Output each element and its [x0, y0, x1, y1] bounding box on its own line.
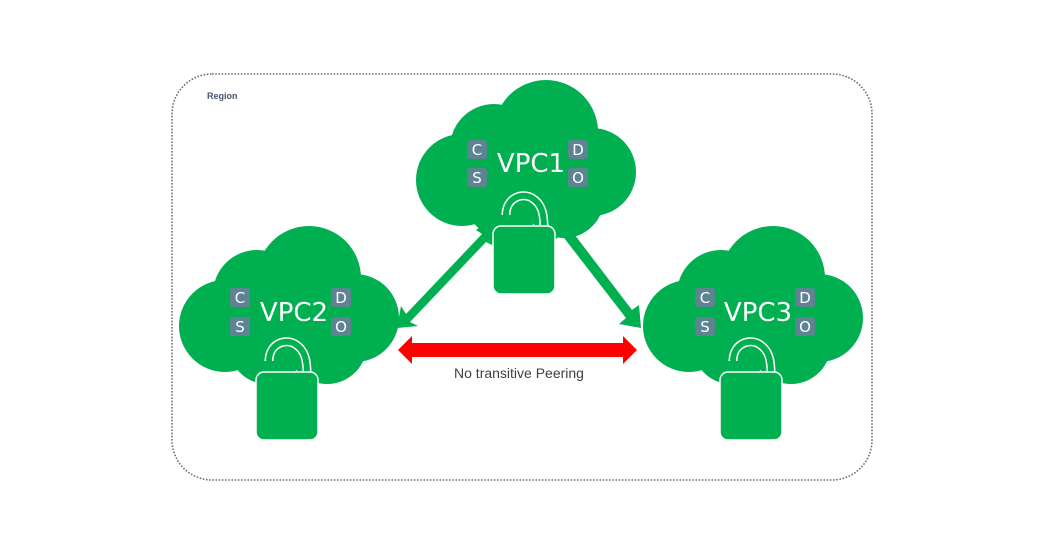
- padlock-icon: [492, 191, 556, 295]
- svg-text:O: O: [335, 318, 347, 336]
- svg-text:S: S: [472, 169, 482, 187]
- padlock-icon: [255, 337, 319, 441]
- badge-c: [695, 288, 715, 307]
- vpc1-label: VPC1: [497, 149, 565, 179]
- badge-s: [695, 317, 715, 336]
- region-label: Region: [207, 91, 238, 101]
- badge-s: [467, 168, 487, 187]
- svg-text:S: S: [235, 318, 245, 336]
- vpc2-node: C S D O VPC2: [179, 226, 399, 441]
- svg-text:D: D: [799, 289, 811, 307]
- region-border: [171, 73, 873, 481]
- badge-o: [331, 317, 351, 336]
- vpc1-node: C S D O VPC1: [416, 80, 636, 295]
- svg-text:C: C: [235, 289, 245, 307]
- badge-c: [467, 140, 487, 159]
- badge-d: [568, 140, 588, 159]
- vpc2-label: VPC2: [260, 298, 328, 328]
- vpc3-label: VPC3: [724, 298, 792, 328]
- svg-text:C: C: [700, 289, 710, 307]
- vpc3-node: C S D O VPC3: [643, 226, 863, 441]
- svg-text:S: S: [700, 318, 710, 336]
- peering-arrow-vpc1-vpc2: [397, 220, 494, 328]
- svg-text:D: D: [572, 141, 584, 159]
- padlock-icon: [719, 337, 783, 441]
- svg-text:D: D: [335, 289, 347, 307]
- svg-text:O: O: [799, 318, 811, 336]
- svg-text:C: C: [472, 141, 482, 159]
- no-transitive-label: No transitive Peering: [454, 365, 584, 381]
- badge-s: [230, 317, 250, 336]
- badge-d: [795, 288, 815, 307]
- badge-o: [568, 168, 588, 187]
- badge-d: [331, 288, 351, 307]
- peering-arrow-vpc1-vpc3: [553, 217, 641, 328]
- svg-text:O: O: [572, 169, 584, 187]
- badge-o: [795, 317, 815, 336]
- badge-c: [230, 288, 250, 307]
- no-transitive-arrow: [398, 336, 637, 364]
